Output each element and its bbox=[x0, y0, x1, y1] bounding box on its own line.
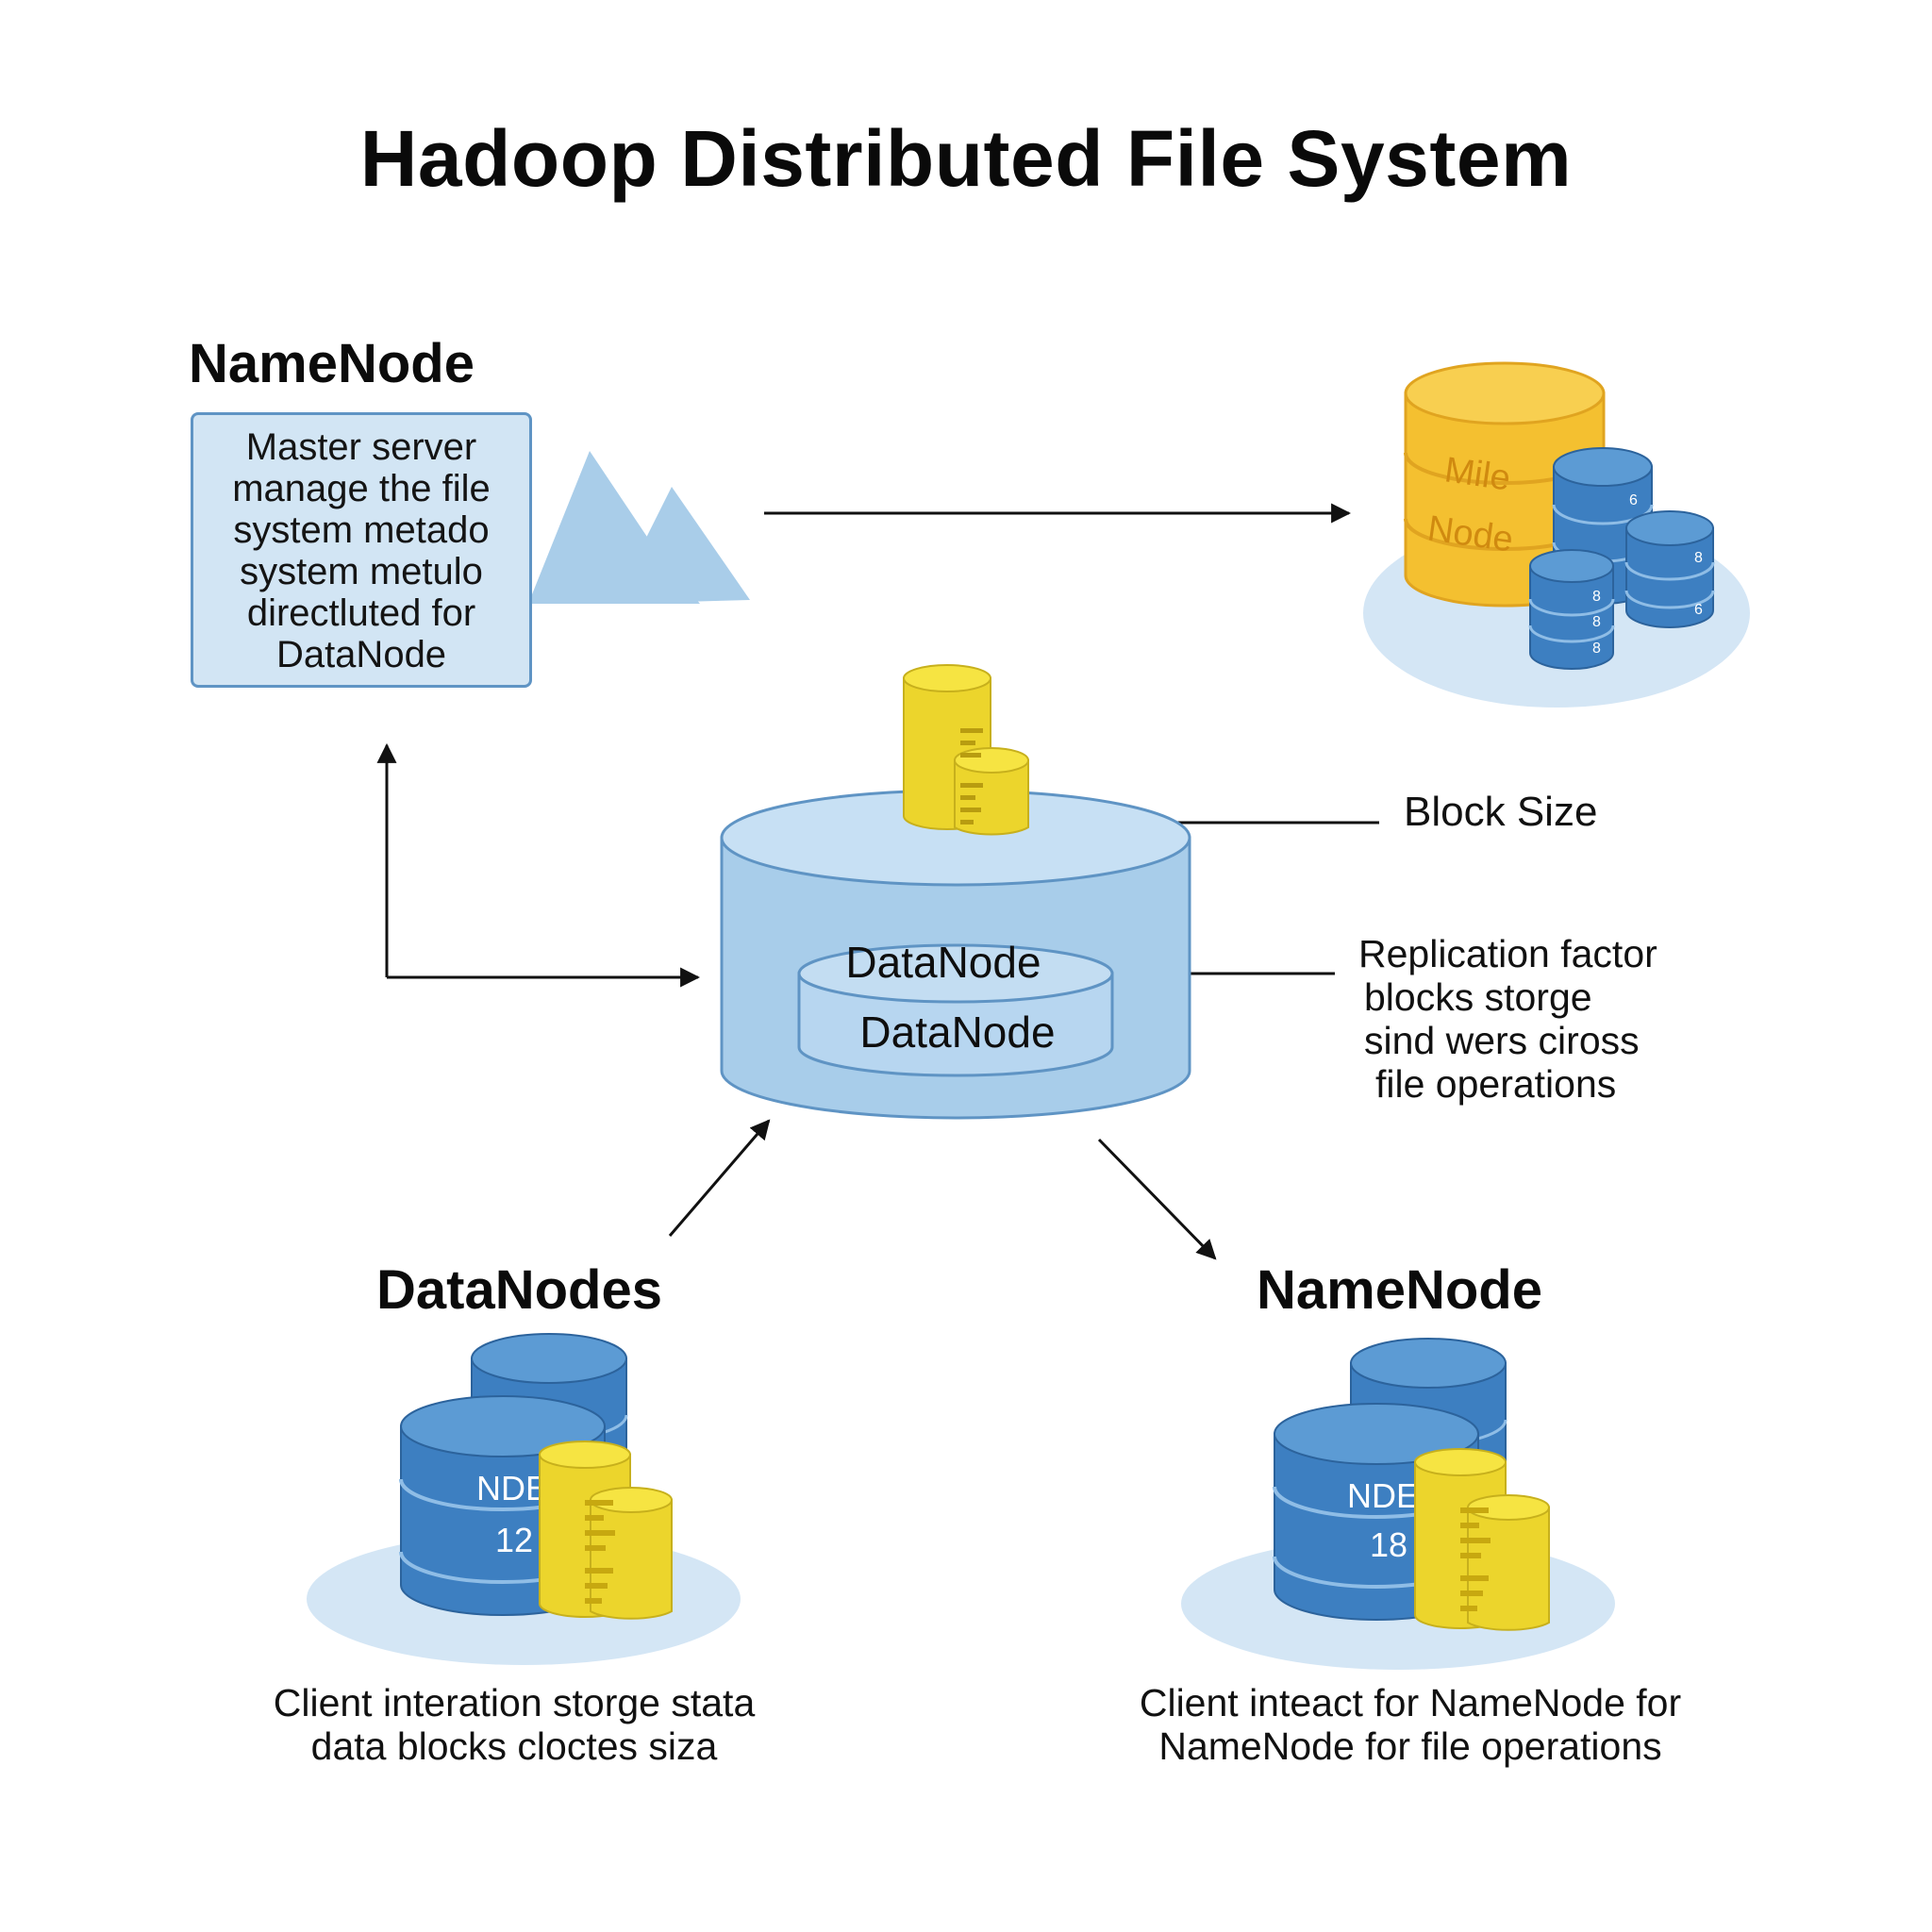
namenode-caption-line: NameNode for file operations bbox=[1158, 1724, 1662, 1768]
storage-mark: 6 bbox=[1629, 492, 1638, 508]
datanodes-cluster: NDE 12 bbox=[307, 1333, 741, 1665]
storage-label-1: Mile bbox=[1442, 450, 1513, 498]
datanodes-cyl-label: NDE bbox=[476, 1469, 548, 1507]
datanode-cylinder bbox=[720, 789, 1191, 1120]
storage-mark: 8 bbox=[1592, 614, 1601, 630]
data-blocks-icon bbox=[903, 664, 1029, 836]
storage-mark: 8 bbox=[1592, 589, 1601, 605]
replication-line: sind wers ciross bbox=[1364, 1019, 1640, 1062]
datanodes-caption: Client interation storge stata data bloc… bbox=[217, 1681, 811, 1768]
replication-line: Replication factor bbox=[1358, 932, 1657, 975]
namenode-caption: Client inteact for NameNode for NameNode… bbox=[1071, 1681, 1750, 1768]
namenode-cyl-number: 18 bbox=[1370, 1525, 1407, 1564]
replication-text: Replication factor blocks storge sind we… bbox=[1358, 932, 1657, 1106]
storage-mark: 8 bbox=[1592, 641, 1601, 657]
datanodes-cyl-number: 12 bbox=[495, 1521, 533, 1559]
storage-mark: 6 bbox=[1694, 602, 1703, 618]
block-size-label: Block Size bbox=[1404, 789, 1598, 835]
namenode-description-line: DataNode bbox=[275, 634, 447, 675]
datanodes-caption-line: Client interation storge stata bbox=[273, 1681, 756, 1724]
namenode-description-box: Master server manage the file system met… bbox=[191, 412, 532, 688]
arrow-to-namenode-bottom bbox=[1097, 1138, 1217, 1260]
namenode-cluster: NDE 18 bbox=[1181, 1338, 1615, 1670]
page-title: Hadoop Distributed File System bbox=[359, 114, 1573, 203]
datanodes-caption-line: data blocks cloctes siza bbox=[310, 1724, 718, 1768]
replication-line: blocks storge bbox=[1364, 975, 1592, 1019]
replication-line: file operations bbox=[1375, 1062, 1617, 1106]
arrow-from-datanodes bbox=[668, 1119, 771, 1237]
namenode-description-line: system metulo bbox=[240, 551, 483, 592]
datanode-inner-label-2: DataNode bbox=[859, 1008, 1056, 1057]
namenode-heading: NameNode bbox=[189, 333, 475, 394]
datanodes-heading: DataNodes bbox=[376, 1259, 662, 1321]
namenode-bottom-heading: NameNode bbox=[1257, 1259, 1542, 1321]
namenode-description-line: system metado bbox=[233, 509, 490, 551]
datanode-inner-label-1: DataNode bbox=[845, 938, 1041, 987]
namenode-description-line: manage the file bbox=[232, 468, 491, 509]
storage-mark: 8 bbox=[1694, 550, 1703, 566]
namenode-cyl-label: NDE bbox=[1347, 1476, 1419, 1515]
namenode-description-line: Master server bbox=[245, 426, 477, 468]
namenode-caption-line: Client inteact for NameNode for bbox=[1139, 1681, 1682, 1724]
mountain-icon bbox=[528, 451, 750, 604]
storage-cluster: Mile Node 6 8 6 8 8 8 bbox=[1363, 361, 1750, 708]
namenode-description-line: directluted for bbox=[246, 592, 476, 634]
